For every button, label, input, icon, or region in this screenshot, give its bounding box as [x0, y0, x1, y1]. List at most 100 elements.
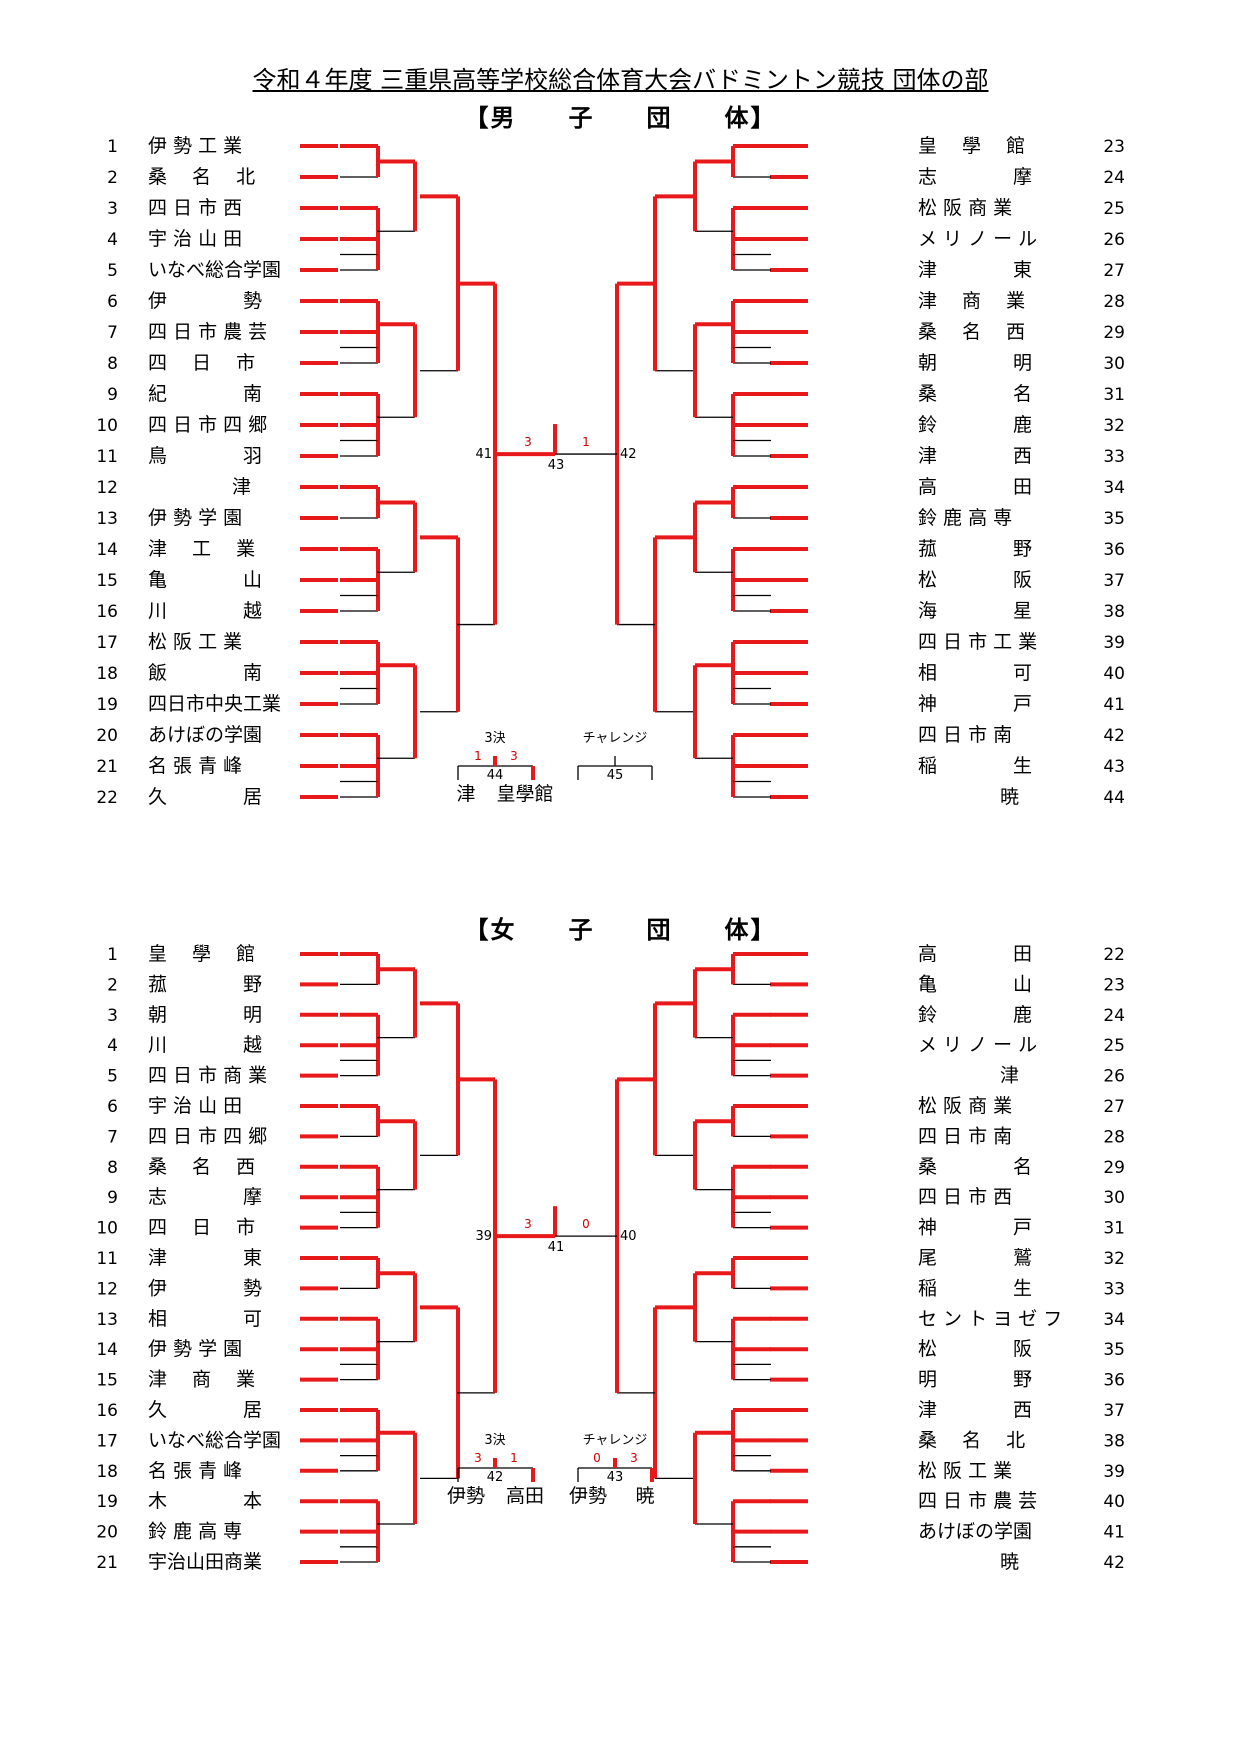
team-name: いなべ総合学園: [148, 1429, 281, 1451]
bracket-label: 18: [96, 1462, 118, 1482]
bracket-label: 41: [1103, 695, 1125, 715]
bracket-label: 27: [1103, 261, 1125, 281]
team-name: 相 可: [918, 662, 1032, 684]
bracket-label: 39: [1103, 1462, 1125, 1482]
bracket-label: 28: [1103, 1127, 1125, 1147]
bracket-label: 43: [607, 1470, 624, 1485]
team-name: 伊 勢: [148, 290, 262, 312]
bracket-label: 4: [107, 1036, 118, 1056]
bracket-label: チャレンジ: [583, 731, 648, 746]
bracket-label: 14: [96, 1340, 118, 1360]
team-name: 津 東: [918, 259, 1032, 281]
team-name: 津: [456, 783, 475, 805]
bracket-label: 6: [107, 292, 118, 312]
team-name: メ リ ノ ー ル: [918, 228, 1037, 250]
team-name: 伊勢: [447, 1485, 485, 1507]
team-name: 四 日 市 南: [918, 724, 1012, 746]
bracket-label: 35: [1103, 1340, 1125, 1360]
bracket-label: 33: [1103, 447, 1125, 467]
bracket-label: 34: [1103, 1310, 1125, 1330]
team-name: 高 田: [918, 943, 1032, 965]
score-label: 3: [524, 1217, 532, 1231]
team-name: 木 本: [148, 1490, 262, 1512]
team-name: 暁: [1000, 786, 1019, 808]
team-name: 志 摩: [148, 1186, 262, 1208]
bracket-label: 31: [1103, 385, 1125, 405]
bracket-label: 25: [1103, 1036, 1125, 1056]
bracket-label: 7: [107, 1127, 118, 1147]
team-name: 津 商 業: [148, 1369, 255, 1391]
bracket-label: 39: [1103, 633, 1125, 653]
bracket-label: 17: [96, 633, 118, 653]
bracket-label: 33: [1103, 1279, 1125, 1299]
bracket-label: 17: [96, 1431, 118, 1451]
team-name: 久 居: [148, 1399, 262, 1421]
team-name: 稲 生: [918, 1277, 1032, 1299]
bracket-label: 35: [1103, 509, 1125, 529]
bracket-label: 13: [96, 509, 118, 529]
team-name: 四 日 市 農 芸: [918, 1490, 1037, 1512]
bracket-label: 8: [107, 1158, 118, 1178]
bracket-label: 30: [1103, 354, 1125, 374]
team-name: 桑 名 北: [918, 1429, 1025, 1451]
bracket-label: 21: [96, 1553, 118, 1573]
team-name: 桑 名: [918, 1156, 1032, 1178]
team-name: 鈴 鹿 高 専: [918, 507, 1012, 529]
team-name: いなべ総合学園: [148, 259, 281, 281]
team-name: 相 可: [148, 1308, 262, 1330]
team-name: 志 摩: [918, 166, 1032, 188]
team-name: 四 日 市 四 郷: [148, 1125, 267, 1147]
bracket-label: 20: [96, 726, 118, 746]
bracket-label: 25: [1103, 199, 1125, 219]
team-name: 高田: [506, 1485, 544, 1507]
bracket-label: 36: [1103, 1371, 1125, 1391]
team-name: 四 日 市: [148, 352, 255, 374]
bracket-label: 42: [1103, 1553, 1125, 1573]
team-name: 松 阪: [918, 569, 1032, 591]
bracket-label: 21: [96, 757, 118, 777]
team-name: 桑 名 北: [148, 166, 255, 188]
team-name: 伊 勢 学 園: [148, 507, 242, 529]
bracket-label: 1: [107, 137, 118, 157]
team-name: 紀 南: [148, 383, 262, 405]
score-label: 3: [630, 1451, 638, 1465]
bracket-label: 4: [107, 230, 118, 250]
bracket-label: 22: [96, 788, 118, 808]
bracket-label: 28: [1103, 292, 1125, 312]
bracket-label: 42: [487, 1470, 504, 1485]
bracket-label: 19: [96, 695, 118, 715]
team-name: 暁: [635, 1485, 654, 1507]
score-label: 3: [474, 1451, 482, 1465]
bracket-label: 19: [96, 1492, 118, 1512]
team-name: 海 星: [918, 600, 1032, 622]
team-name: 高 田: [918, 476, 1032, 498]
team-name: 津 西: [918, 445, 1032, 467]
section-heading-women: 【女 子 団 体】: [464, 916, 777, 944]
team-name: 亀 山: [918, 973, 1032, 995]
team-name: 鈴 鹿: [918, 414, 1032, 436]
team-name: 尾 鷲: [918, 1247, 1032, 1269]
bracket-label: 41: [1103, 1523, 1125, 1543]
bracket-label: 10: [96, 1219, 118, 1239]
team-name: 川 越: [148, 600, 262, 622]
team-name: 飯 南: [148, 662, 262, 684]
team-name: 鈴 鹿 高 専: [148, 1521, 242, 1543]
team-name: 四日市中央工業: [148, 693, 281, 715]
bracket-label: 23: [1103, 975, 1125, 995]
team-name: 久 居: [148, 786, 262, 808]
score-label: 3: [524, 435, 532, 449]
bracket-label: 40: [1103, 664, 1125, 684]
team-name: 四 日 市 工 業: [918, 631, 1037, 653]
bracket-label: 40: [620, 1229, 637, 1244]
bracket-label: 38: [1103, 1431, 1125, 1451]
bracket-label: 42: [1103, 726, 1125, 746]
bracket-label: 23: [1103, 137, 1125, 157]
team-name: 伊 勢: [148, 1277, 262, 1299]
team-name: 宇治山田商業: [148, 1551, 262, 1573]
bracket-label: 29: [1103, 1158, 1125, 1178]
bracket-label: 34: [1103, 478, 1125, 498]
bracket-label: 16: [96, 602, 118, 622]
bracket-label: 43: [1103, 757, 1125, 777]
bracket-label: 9: [107, 385, 118, 405]
bracket-label: 31: [1103, 1219, 1125, 1239]
